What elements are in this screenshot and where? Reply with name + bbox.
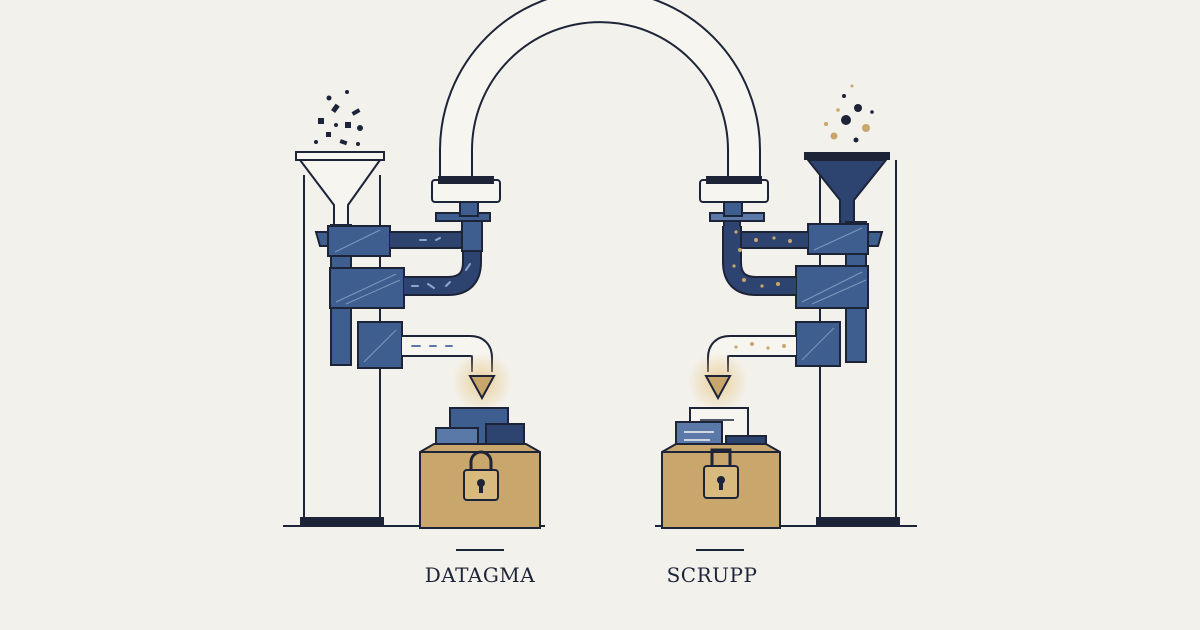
connecting-arch xyxy=(439,0,761,182)
locked-box-left xyxy=(419,407,541,529)
funnel-icon xyxy=(295,151,385,231)
input-particles-right xyxy=(824,84,874,143)
unlocked-box-right xyxy=(661,407,781,529)
flow-particles-right xyxy=(732,230,792,288)
label-scrupp: SCRUPP xyxy=(666,563,758,587)
arrow-down-icon xyxy=(704,375,732,401)
lock-icon xyxy=(463,450,499,501)
lock-icon xyxy=(703,448,739,499)
arrow-down-icon xyxy=(468,375,496,401)
input-particles-left xyxy=(314,90,363,146)
label-datagma: DATAGMA xyxy=(424,563,536,587)
funnel-icon xyxy=(804,152,890,227)
flow-particles-left xyxy=(411,237,475,289)
ground-lines xyxy=(283,517,917,527)
